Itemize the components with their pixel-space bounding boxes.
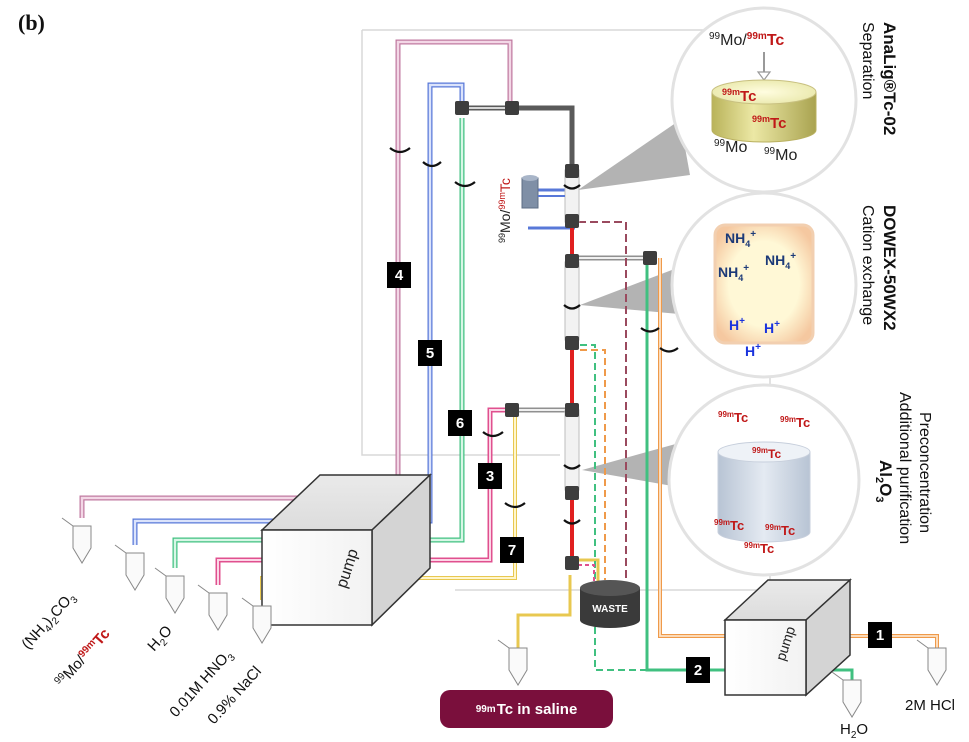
waste-container: WASTE (580, 580, 640, 628)
svg-text:(NH4)2CO3: (NH4)2CO3 (18, 588, 81, 654)
zoom-cone-3 (582, 440, 695, 490)
line-4-ammonium-carbonate (79, 39, 513, 518)
ammonium-3: NH4+ (718, 263, 749, 283)
zoom-cone-1 (578, 120, 690, 190)
alumina-tc-4: 99mTc (714, 518, 744, 533)
secondary-pump: pump (723, 578, 852, 697)
ammonium-1: NH4+ (725, 229, 756, 249)
reservoir-label-hcl: 2M HCl (905, 697, 955, 714)
zoom-cone-2 (580, 265, 690, 315)
cation-resin-block (713, 223, 815, 345)
svg-text:H2O: H2O (144, 622, 178, 656)
line-tag-4: 4 (387, 262, 411, 288)
analig-title: AnaLig®Tc-02 (880, 22, 899, 135)
alumina-subtitle-2: Preconcentration (916, 412, 933, 533)
proton-3: H+ (745, 342, 761, 359)
waste-line (578, 221, 627, 580)
panel-label: (b) (18, 10, 45, 35)
dowex-subtitle: Cation exchange (859, 205, 876, 325)
line-3-nitric-acid (215, 407, 512, 585)
circle1-mo-2: 99Mo (764, 146, 797, 164)
reservoir-label-mo-tc: 99Mo/99mTc (52, 625, 113, 690)
alumina-subtitle-1: Additional purification (896, 392, 913, 544)
line-tag-7: 7 (500, 537, 524, 563)
alumina-cylinder-body (717, 452, 811, 543)
line-tag-1: 1 (868, 622, 892, 648)
reservoir-tubes (61, 517, 947, 718)
column-title-dowex: DOWEX-50WX2 Cation exchange (859, 205, 899, 331)
proton-1: H+ (729, 316, 745, 333)
resin-cylinder-body (711, 92, 817, 143)
dowex-title: DOWEX-50WX2 (880, 205, 899, 331)
ammonium-2: NH4+ (765, 251, 796, 271)
line-tag-2: 2 (686, 657, 710, 683)
proton-2: H+ (764, 319, 780, 336)
alumina-tc-3: 99mTc (752, 446, 781, 461)
alumina-column (564, 409, 580, 491)
reservoir-label-water-right: H2O (840, 721, 868, 741)
main-pump: pump (260, 473, 432, 627)
reservoir-label-water: H2O (144, 622, 178, 656)
circle1-arrow-head (756, 71, 772, 81)
connectors (455, 101, 657, 570)
alumina-tc-2: 99mTc (780, 415, 810, 430)
column-title-analig: AnaLig®Tc-02 Separation (859, 22, 899, 135)
resin-cylinder-top (711, 79, 817, 105)
generator-vial (521, 175, 565, 209)
svg-text:Al2O3: Al2O3 (873, 460, 895, 502)
pump-clamps (389, 147, 679, 525)
column-title-alumina: Al2O3 Additional purification Preconcent… (873, 392, 933, 544)
analig-subtitle: Separation (859, 22, 876, 99)
line-tag-6: 6 (448, 410, 472, 436)
svg-text:99Mo/99mTc: 99Mo/99mTc (52, 625, 113, 690)
circle1-mo-1: 99Mo (714, 138, 747, 156)
line-main-gray (462, 105, 575, 170)
alumina-tc-5: 99mTc (765, 523, 795, 538)
circle1-tc-1: 99mTc (722, 87, 756, 105)
svg-text:99Mo/99mTc: 99Mo/99mTc (497, 178, 513, 243)
line-tag-3: 3 (478, 463, 502, 489)
alumina-tc-6: 99mTc (744, 541, 774, 556)
reservoir-label-ammonium-carbonate: (NH4)2CO3 (18, 588, 81, 654)
alumina-cylinder-top (717, 441, 811, 463)
waste-line-2 (578, 564, 595, 582)
generator-label: 99Mo/99mTc (497, 178, 513, 243)
waste-label: WASTE (592, 604, 628, 615)
circle1-tc-2: 99mTc (752, 114, 786, 132)
circle1-top-label: 99Mo/99mTc (709, 31, 784, 49)
alumina-tc-1: 99mTc (718, 410, 748, 425)
line-5-mo-tc (132, 82, 575, 545)
dowex-column (564, 261, 580, 341)
line-tag-5: 5 (418, 340, 442, 366)
